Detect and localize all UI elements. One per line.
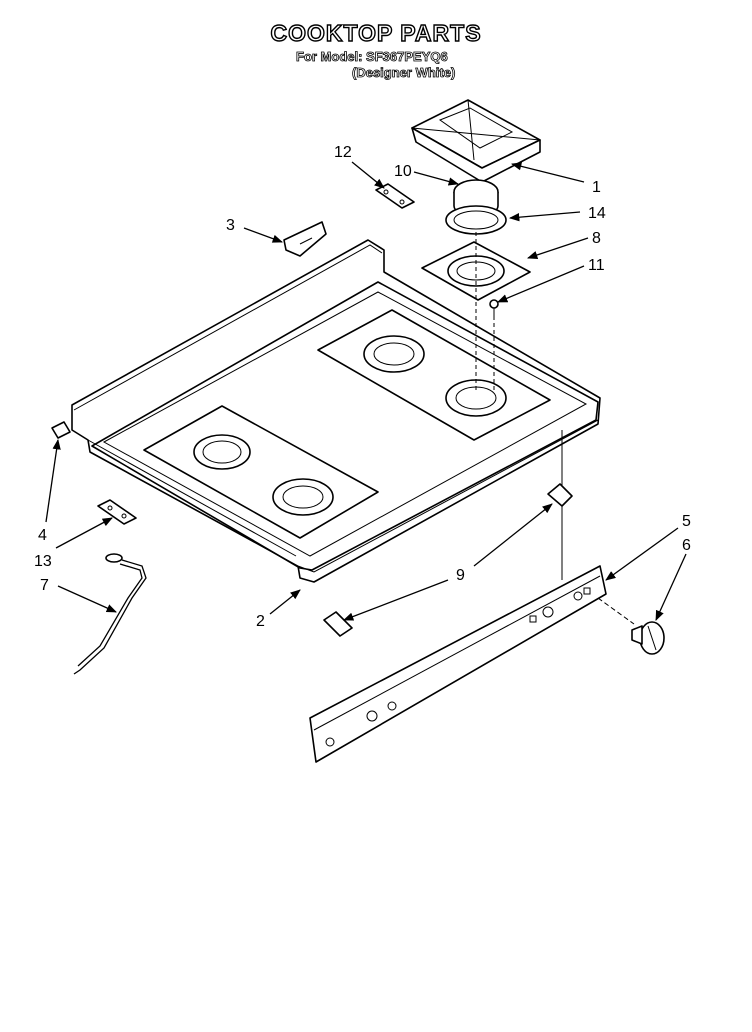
burner-ring [445,205,507,235]
model-color: (Designer White) [352,65,456,81]
callout-5: 5 [682,513,691,530]
leader-lines [45,161,687,621]
callout-9: 9 [456,567,465,584]
bracket-12 [375,183,415,209]
clip-9-lower [323,611,353,637]
callout-11: 11 [588,257,605,274]
callout-4: 4 [38,527,47,544]
callout-14: 14 [588,205,606,222]
cooktop-main-top [71,239,601,583]
callout-6: 6 [682,537,691,554]
control-knob [631,621,665,655]
igniter-wire [73,553,147,675]
callout-13: 13 [34,553,52,570]
clip-9-upper [547,483,573,507]
burner-screw [489,299,499,316]
callout-10: 10 [394,163,412,180]
clip-4 [51,421,71,439]
callout-8: 8 [592,230,601,247]
burner-grate [411,99,541,183]
callout-3: 3 [226,217,235,234]
callout-1: 1 [592,179,601,196]
callout-7: 7 [40,577,49,594]
hinge-bracket [283,221,327,257]
callout-labels: 1 10 14 8 11 12 3 4 13 7 2 9 5 6 [34,144,691,630]
callout-12: 12 [334,144,352,161]
callout-2: 2 [256,613,265,630]
page-title: COOKTOP PARTS [270,19,482,46]
plate-13 [97,499,137,525]
control-panel [309,565,607,763]
model-number: For Model: SF367PEYQ6 [296,49,449,65]
